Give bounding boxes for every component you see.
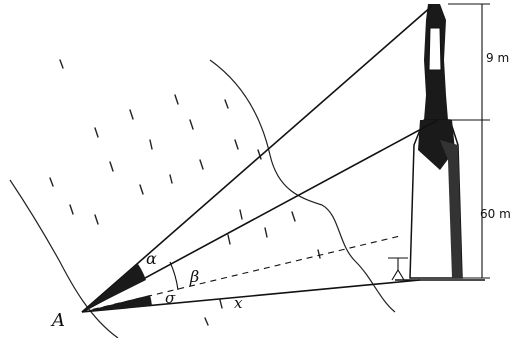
dimension-pedestal-height: 60 m xyxy=(480,207,511,221)
terrain-left-outline xyxy=(9,179,119,338)
angle-arcs xyxy=(82,261,179,312)
dimension-guides xyxy=(448,3,490,279)
pedestal xyxy=(409,119,463,279)
distance-label-x: x xyxy=(234,294,243,312)
angle-label-sigma: σ xyxy=(165,289,176,307)
point-label-a: A xyxy=(50,310,65,331)
angle-label-beta: β xyxy=(189,267,199,286)
observer-instrument xyxy=(388,257,408,281)
dimension-statue-height: 9 m xyxy=(486,51,509,65)
terrain-ridge-outline xyxy=(209,59,396,313)
statue xyxy=(424,4,448,120)
slope-hatching xyxy=(49,59,321,326)
angle-label-alpha: α xyxy=(146,249,157,268)
sight-line-top-of-statue xyxy=(81,5,433,313)
